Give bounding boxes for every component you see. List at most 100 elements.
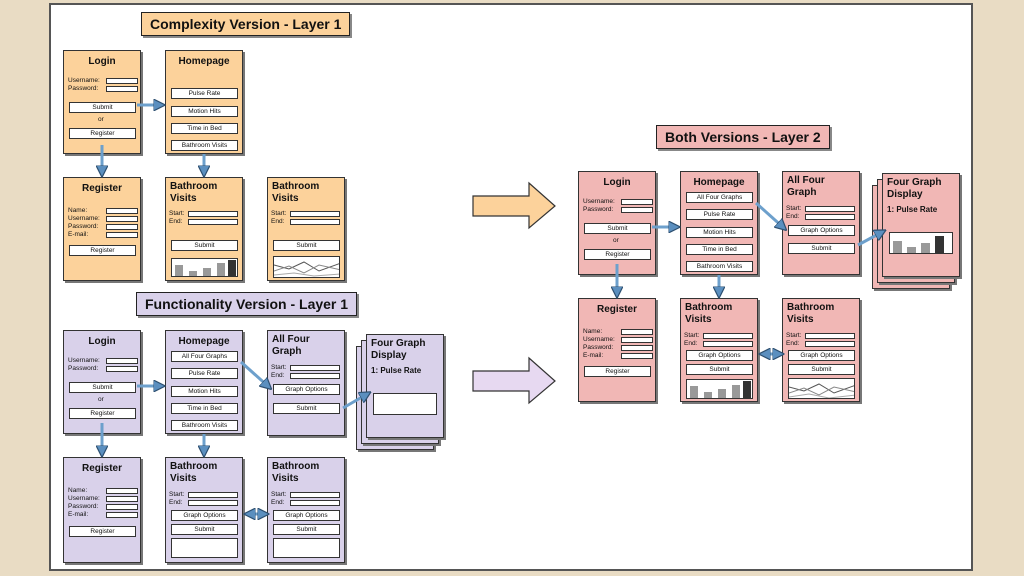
- f-register-button: Register: [69, 526, 136, 537]
- f-homepage-title: Homepage: [178, 336, 230, 347]
- f-register-password-field: [106, 504, 138, 510]
- f-allfour-end-label: End:: [271, 372, 285, 379]
- f-register-email-label: E-mail:: [68, 511, 89, 518]
- bar-chart-icon: [686, 379, 753, 399]
- c-home-motion-button: Motion Hits: [171, 106, 238, 117]
- b-register-email-field: [621, 353, 653, 359]
- c-register-password-label: Password:: [68, 223, 99, 230]
- f-register-screen: Register Name: Username: Password: E-mai…: [63, 457, 141, 563]
- connector-arrows: [51, 5, 971, 569]
- b-home-motion-button: Motion Hits: [686, 227, 753, 238]
- c-home-bath-button: Bathroom Visits: [171, 140, 238, 151]
- b-register-password-field: [621, 345, 653, 351]
- f-bathroom-title-1: Bathroom: [170, 461, 218, 472]
- f-fourgraph-title-1: Four Graph: [371, 338, 426, 349]
- b-bathroom2-screen: Bathroom Visits Start: End: Graph Option…: [782, 298, 860, 402]
- b-bathroom-title-2: Visits: [685, 314, 712, 325]
- b-login-submit-button: Submit: [584, 223, 651, 234]
- f-register-username-label: Username:: [68, 495, 100, 502]
- f-bathroom-graph-options-button: Graph Options: [171, 510, 238, 521]
- c-register-email-field: [106, 232, 138, 238]
- f-bathroom2-empty-chart: [273, 538, 340, 558]
- c-bathroom-screen: Bathroom Visits Start: End: Submit: [165, 177, 243, 281]
- b-bathroom-graph-options-button: Graph Options: [686, 350, 753, 361]
- b-home-pulse-button: Pulse Rate: [686, 209, 753, 220]
- b-home-bed-button: Time in Bed: [686, 244, 753, 255]
- c-bathroom-start-label: Start:: [169, 210, 185, 217]
- c-bathroom-end-field: [188, 219, 238, 225]
- f-register-name-label: Name:: [68, 487, 88, 494]
- b-login-screen: Login Username: Password: Submit or Regi…: [578, 171, 656, 275]
- c-bathroom2-title-1: Bathroom: [272, 181, 320, 192]
- b-login-register-button: Register: [584, 249, 651, 260]
- b-allfour-start-label: Start:: [786, 205, 802, 212]
- b-login-or: or: [613, 237, 619, 244]
- arrow-right-icon: [754, 201, 785, 229]
- arrow-right-icon: [472, 181, 556, 230]
- b-home-bath-button: Bathroom Visits: [686, 261, 753, 272]
- f-allfour-title-2: Graph: [272, 346, 302, 357]
- f-allfour-submit-button: Submit: [273, 403, 340, 414]
- f-bathroom2-start-field: [290, 492, 340, 498]
- f-bathroom2-end-label: End:: [271, 499, 285, 506]
- c-bathroom-title-1: Bathroom: [170, 181, 218, 192]
- c-login-password-field: [106, 86, 138, 92]
- f-homepage-screen: Homepage All Four Graphs Pulse Rate Moti…: [165, 330, 243, 434]
- c-bathroom2-end-field: [290, 219, 340, 225]
- c-bathroom-submit-button: Submit: [171, 240, 238, 251]
- c-login-username-field: [106, 78, 138, 84]
- b-register-email-label: E-mail:: [583, 352, 604, 359]
- b-bathroom-submit-button: Submit: [686, 364, 753, 375]
- b-bathroom2-start-field: [805, 333, 855, 339]
- f-bathroom2-submit-button: Submit: [273, 524, 340, 535]
- c-login-username-label: Username:: [68, 77, 100, 84]
- b-register-name-field: [621, 329, 653, 335]
- b-allfour-graph-options-button: Graph Options: [788, 225, 855, 236]
- f-fourgraph-screen: Four Graph Display 1: Pulse Rate: [366, 334, 444, 438]
- b-bathroom-title-1: Bathroom: [685, 302, 733, 313]
- c-bathroom2-start-label: Start:: [271, 210, 287, 217]
- arrow-right-icon: [239, 360, 270, 388]
- b-fourgraph-subtitle: 1: Pulse Rate: [887, 205, 938, 214]
- c-register-username-field: [106, 216, 138, 222]
- diagram-canvas: Complexity Version - Layer 1 Login Usern…: [49, 3, 973, 571]
- bar-chart-icon: [171, 258, 238, 277]
- c-register-screen: Register Name: Username: Password: E-mai…: [63, 177, 141, 281]
- c-register-button: Register: [69, 245, 136, 256]
- f-bathroom-title-2: Visits: [170, 473, 197, 484]
- b-homepage-title: Homepage: [693, 177, 745, 188]
- f-login-screen: Login Username: Password: Submit or Regi…: [63, 330, 141, 434]
- f-allfour-screen: All Four Graph Start: End: Graph Options…: [267, 330, 345, 436]
- c-bathroom2-screen: Bathroom Visits Start: End: Submit: [267, 177, 345, 281]
- c-register-name-label: Name:: [68, 207, 88, 214]
- c-bathroom-title-2: Visits: [170, 193, 197, 204]
- b-register-button: Register: [584, 366, 651, 377]
- f-home-bed-button: Time in Bed: [171, 403, 238, 414]
- b-bathroom2-end-field: [805, 341, 855, 347]
- c-register-name-field: [106, 208, 138, 214]
- f-bathroom-end-field: [188, 500, 238, 506]
- f-bathroom2-graph-options-button: Graph Options: [273, 510, 340, 521]
- c-login-register-button: Register: [69, 128, 136, 139]
- f-login-username-field: [106, 358, 138, 364]
- c-bathroom-start-field: [188, 211, 238, 217]
- f-allfour-start-label: Start:: [271, 364, 287, 371]
- b-bathroom-end-label: End:: [684, 340, 698, 347]
- b-login-username-label: Username:: [583, 198, 615, 205]
- f-bathroom-end-label: End:: [169, 499, 183, 506]
- b-bathroom2-start-label: Start:: [786, 332, 802, 339]
- arrow-right-icon: [342, 393, 369, 410]
- b-homepage-screen: Homepage All Four Graphs Pulse Rate Moti…: [680, 171, 758, 275]
- f-register-email-field: [106, 512, 138, 518]
- f-login-submit-button: Submit: [69, 382, 136, 393]
- b-login-password-label: Password:: [583, 206, 614, 213]
- b-bathroom2-end-label: End:: [786, 340, 800, 347]
- c-login-password-label: Password:: [68, 85, 99, 92]
- b-bathroom2-title-2: Visits: [787, 314, 814, 325]
- c-home-bed-button: Time in Bed: [171, 123, 238, 134]
- c-register-email-label: E-mail:: [68, 231, 89, 238]
- b-bathroom-start-field: [703, 333, 753, 339]
- b-bathroom2-graph-options-button: Graph Options: [788, 350, 855, 361]
- f-bathroom-empty-chart: [171, 538, 238, 558]
- f-register-username-field: [106, 496, 138, 502]
